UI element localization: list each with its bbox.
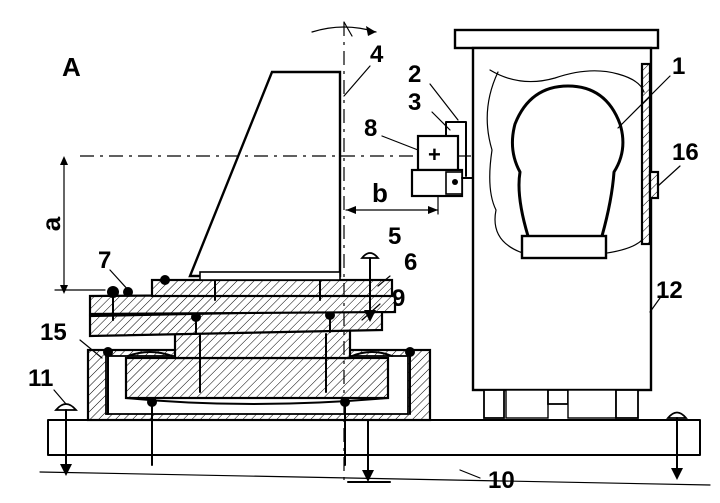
adjust-screw-11 — [54, 403, 78, 476]
dimension-a-label: a — [36, 216, 66, 231]
label-12: 12 — [656, 277, 683, 304]
housing-screws — [103, 333, 415, 466]
label-1: 1 — [672, 53, 685, 80]
sensor-plus-sign: + — [428, 142, 441, 167]
leader-lines — [53, 65, 681, 479]
label-11: 11 — [28, 365, 53, 392]
label-9: 9 — [392, 285, 405, 312]
base-plate — [47, 419, 701, 456]
column-body — [188, 70, 342, 281]
label-16: 16 — [672, 139, 699, 166]
dimension-b — [345, 195, 439, 215]
label-7: 7 — [98, 247, 111, 274]
spring-left — [127, 351, 173, 357]
label-4: 4 — [370, 41, 384, 68]
center-arrow — [347, 419, 391, 483]
label-15: 15 — [40, 319, 67, 346]
adjust-screw-right — [666, 411, 688, 480]
label-8: 8 — [364, 115, 377, 142]
label-2: 2 — [408, 61, 421, 88]
dimension-a — [54, 156, 106, 294]
sensor-block — [410, 121, 482, 200]
label-5: 5 — [388, 223, 401, 250]
label-10: 10 — [488, 467, 515, 494]
lamp-bulb — [510, 84, 625, 260]
label-3: 3 — [408, 89, 421, 116]
dimension-b-label: b — [372, 178, 388, 208]
ground-line — [39, 471, 711, 486]
view-label: A — [62, 52, 81, 82]
label-6: 6 — [404, 249, 417, 276]
lamp-housing — [453, 28, 660, 419]
spring-right — [351, 351, 393, 357]
adjust-screw-5 — [360, 252, 380, 322]
lower-housing — [86, 328, 432, 422]
